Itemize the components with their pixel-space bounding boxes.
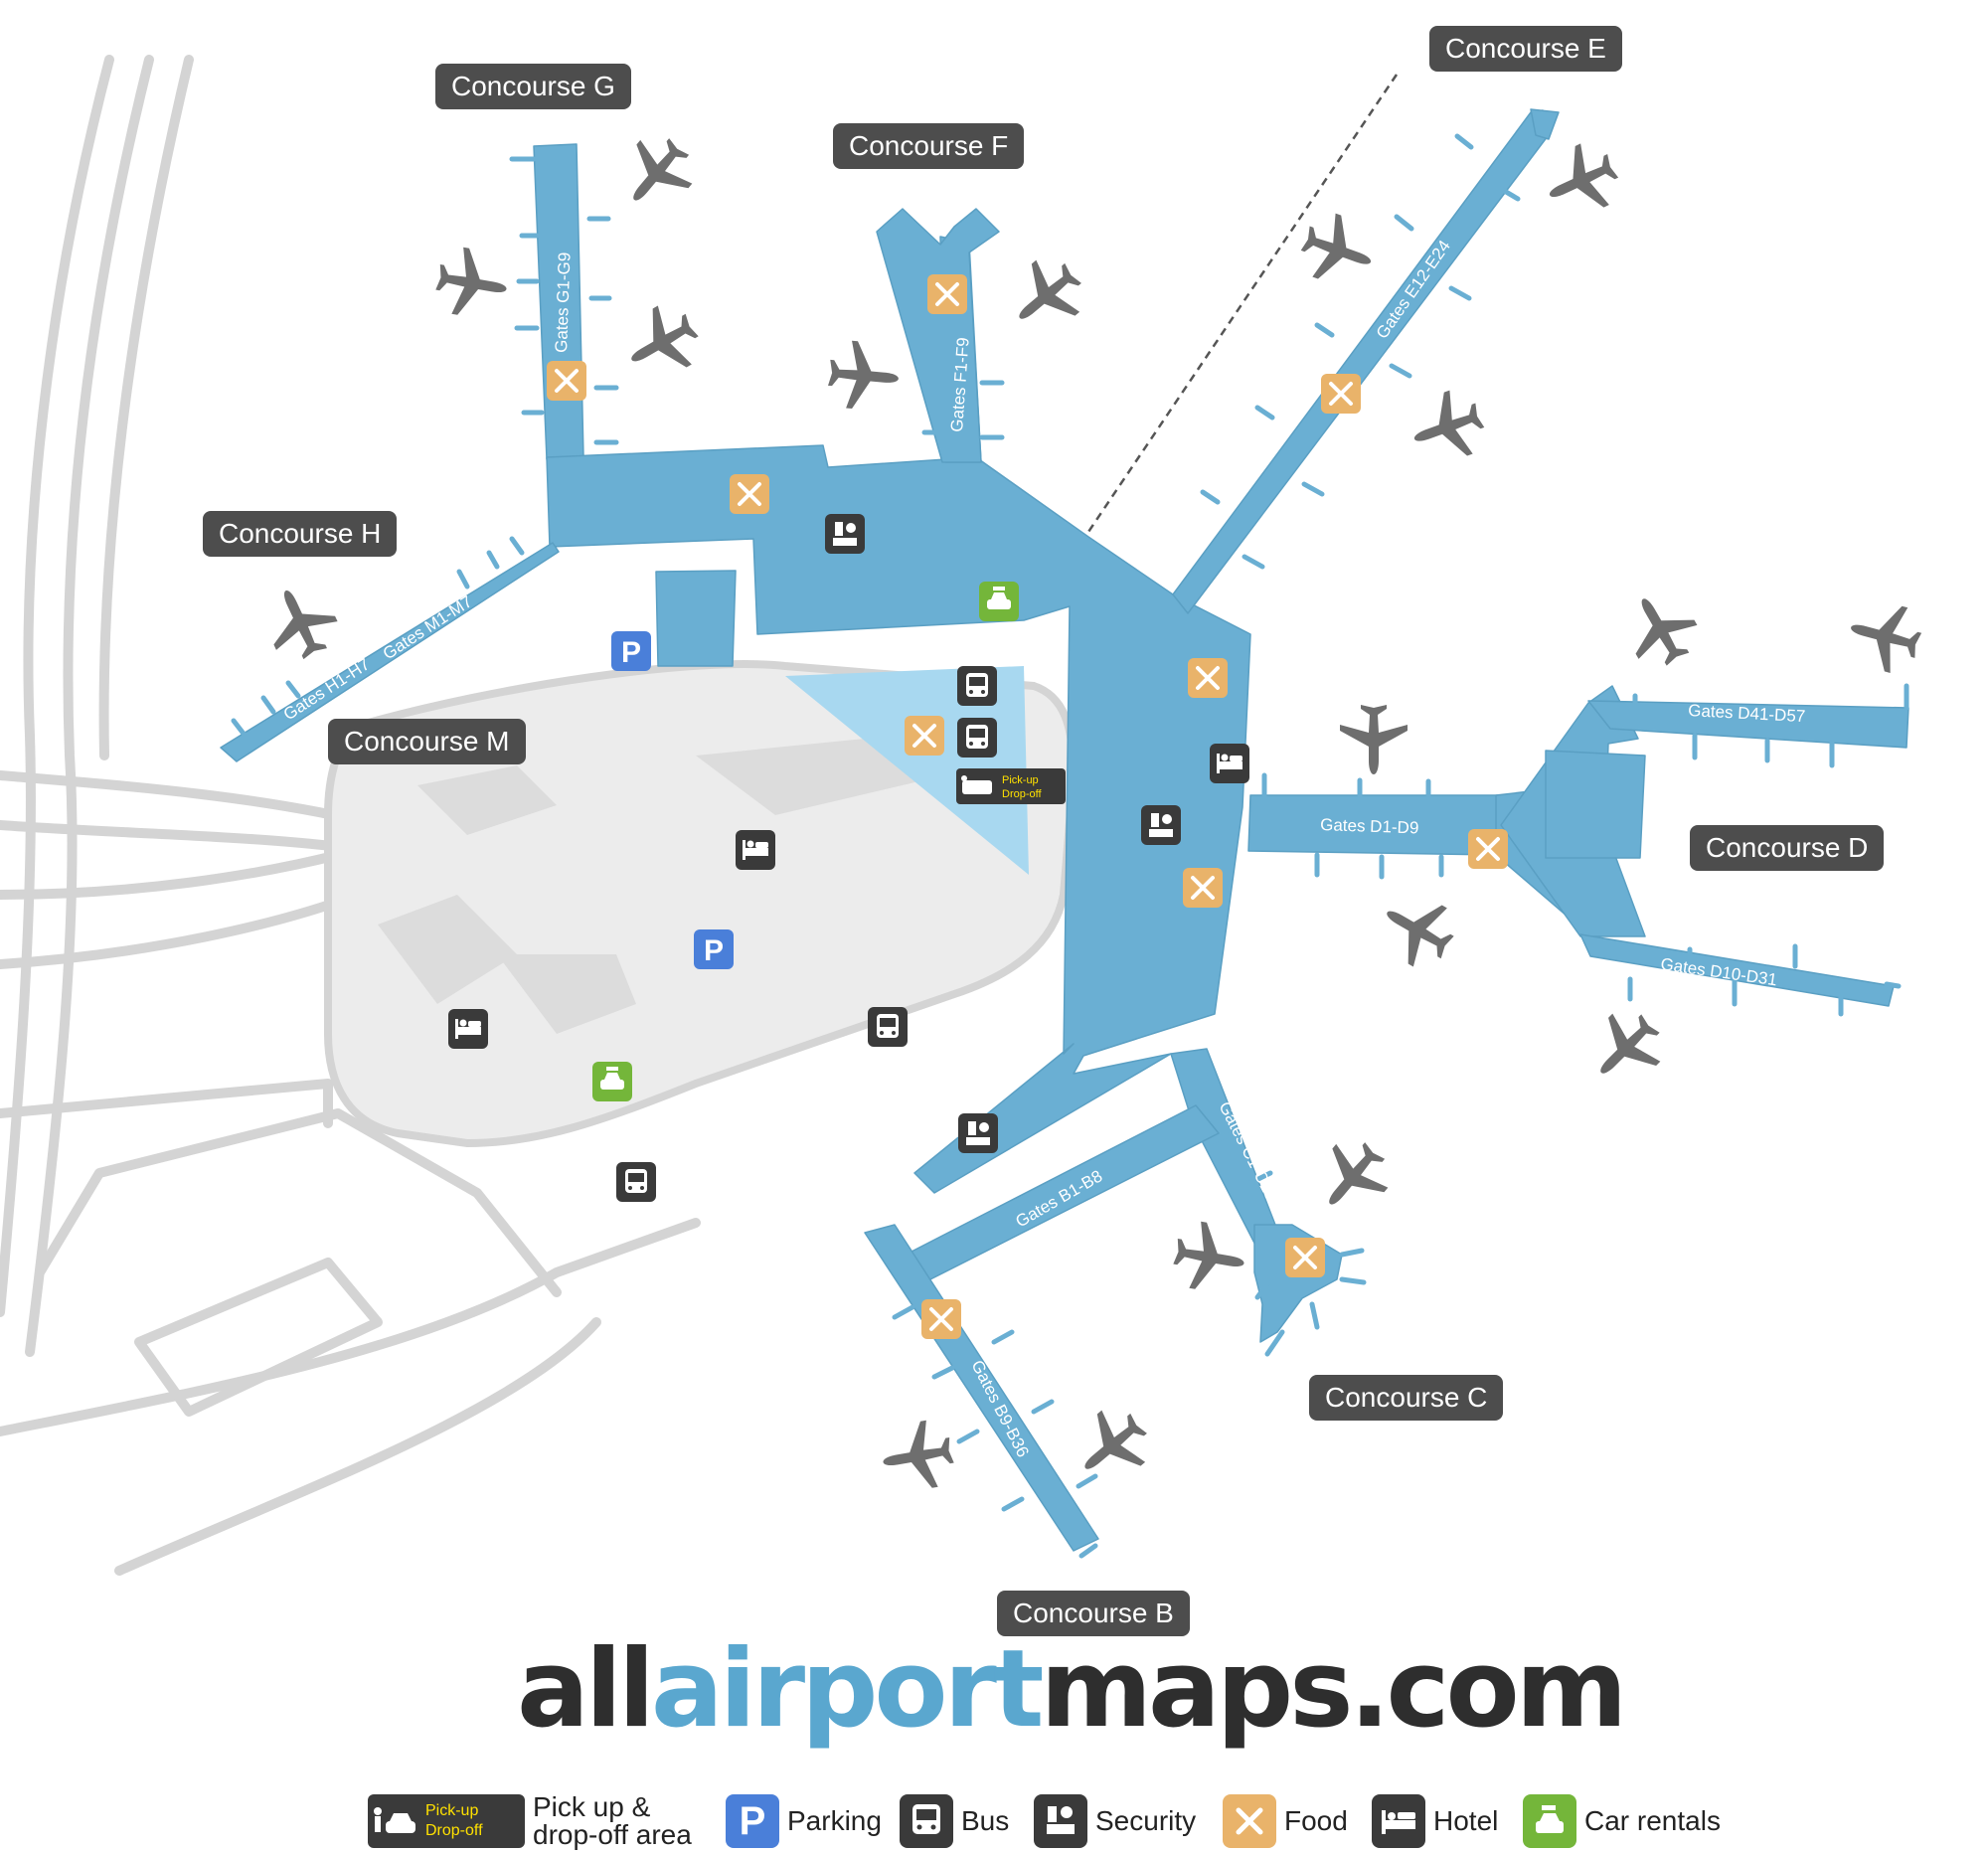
concourse-label-f: Concourse F xyxy=(833,123,1025,169)
food-icon[interactable] xyxy=(925,272,969,316)
airplane-icon xyxy=(1064,1397,1161,1494)
legend-item-parking: P Parking xyxy=(726,1793,882,1849)
svg-text:Pick-up: Pick-up xyxy=(1002,774,1039,786)
legend-label-bus: Bus xyxy=(961,1805,1010,1836)
airplane-icon xyxy=(1535,134,1627,227)
food-icon[interactable] xyxy=(919,1297,963,1341)
legend-label-food: Food xyxy=(1284,1805,1348,1836)
airplane-icon xyxy=(1613,582,1708,677)
food-icon[interactable] xyxy=(1181,866,1225,910)
hotel-icon[interactable] xyxy=(448,1009,488,1049)
concourse-label-c: Concourse C xyxy=(1309,1375,1504,1421)
food-icon[interactable] xyxy=(545,359,588,403)
hotel-icon[interactable] xyxy=(736,830,775,870)
legend-label-parking: Parking xyxy=(787,1805,882,1836)
legend-item-pickup: Pick-up Drop-off Pick up & drop-off area xyxy=(368,1793,692,1849)
gate-stubs xyxy=(231,133,1909,1559)
airplane-icon xyxy=(1304,1128,1402,1226)
legend-item-bus: Bus xyxy=(900,1793,1009,1849)
legend-item-car-rentals: Car rentals xyxy=(1523,1793,1721,1849)
airplane-icon xyxy=(1576,999,1675,1097)
legend-item-hotel: Hotel xyxy=(1372,1793,1498,1849)
security-icon[interactable] xyxy=(958,1113,998,1153)
concourse-label-e: Concourse E xyxy=(1429,26,1622,72)
pickup-dropoff-icon: Pick-up Drop-off xyxy=(368,1794,525,1848)
train-icon[interactable] xyxy=(957,718,997,758)
parking-icon[interactable]: P xyxy=(694,929,734,969)
concourse-label-d: Concourse D xyxy=(1690,825,1885,871)
airplane-icon xyxy=(877,1417,958,1496)
gate-label-m: Gates M1-M7 xyxy=(380,591,476,663)
svg-text:Drop-off: Drop-off xyxy=(1002,788,1042,800)
gate-label-d1: Gates D1-D9 xyxy=(1320,815,1419,837)
parking-icon: P xyxy=(726,1794,779,1848)
food-icon xyxy=(1223,1794,1276,1848)
hotel-icon xyxy=(1372,1794,1425,1848)
concourse-label-m: Concourse M xyxy=(328,719,526,764)
airplane-icon xyxy=(254,576,347,668)
security-icon[interactable] xyxy=(1141,805,1181,845)
legend-label-pickup: Pick up & drop-off area xyxy=(533,1791,692,1850)
bus-icon xyxy=(900,1794,953,1848)
airplane-icon xyxy=(608,124,706,222)
poi-icons: P P Pick-up Drop-off xyxy=(448,272,1510,1341)
map-legend: Pick-up Drop-off Pick up & drop-off area… xyxy=(368,1793,1740,1849)
airplane-icon xyxy=(998,247,1095,344)
brand-part-3: maps.com xyxy=(1040,1627,1627,1752)
legend-label-car-rentals: Car rentals xyxy=(1584,1805,1721,1836)
legend-item-security: Security xyxy=(1034,1793,1196,1849)
car-person-icon xyxy=(374,1807,415,1833)
security-icon xyxy=(1034,1794,1087,1848)
legend-label-hotel: Hotel xyxy=(1433,1805,1499,1836)
car-rental-icon[interactable] xyxy=(979,582,1019,621)
airplane-icon xyxy=(1842,594,1927,679)
airplane-icon xyxy=(1370,883,1465,977)
food-icon[interactable] xyxy=(1466,827,1510,871)
food-icon[interactable] xyxy=(1186,656,1230,700)
gate-label-g: Gates G1-G9 xyxy=(552,252,575,353)
svg-text:P: P xyxy=(704,934,724,967)
airplane-icon xyxy=(1403,383,1492,471)
car-rental-icon[interactable] xyxy=(592,1062,632,1101)
brand-part-1: all xyxy=(517,1627,655,1752)
food-icon[interactable] xyxy=(1283,1236,1327,1279)
road-network xyxy=(0,55,701,1576)
brand-part-2: airport xyxy=(650,1627,1045,1752)
bus-icon[interactable] xyxy=(616,1162,656,1202)
food-icon[interactable] xyxy=(1319,372,1363,416)
pickup-icon-line1: Pick-up xyxy=(425,1802,479,1819)
pickup-dropoff-badge[interactable]: Pick-up Drop-off xyxy=(956,768,1066,804)
parking-icon[interactable]: P xyxy=(611,631,651,671)
airplane-icon xyxy=(614,295,710,390)
gate-label-e: Gates E12-E24 xyxy=(1373,237,1454,342)
boundary-line xyxy=(1086,74,1399,533)
airplane-icon xyxy=(431,244,513,323)
brand-logo: allairportmaps.com xyxy=(517,1627,1627,1752)
security-icon[interactable] xyxy=(825,514,865,554)
concourse-label-b: Concourse B xyxy=(997,1591,1190,1636)
hotel-icon[interactable] xyxy=(1210,744,1249,783)
legend-item-food: Food xyxy=(1223,1793,1348,1849)
concourse-label-g: Concourse G xyxy=(435,64,631,109)
food-icon[interactable] xyxy=(903,714,946,758)
gate-label-b9: Gates B9-B36 xyxy=(967,1357,1032,1460)
airplane-icon xyxy=(1169,1218,1250,1297)
bus-icon[interactable] xyxy=(868,1007,908,1047)
bus-icon[interactable] xyxy=(957,666,997,706)
airplane-icon xyxy=(1340,705,1408,774)
pickup-icon-line2: Drop-off xyxy=(425,1822,483,1839)
concourse-label-h: Concourse H xyxy=(203,511,398,557)
svg-text:P: P xyxy=(621,636,641,669)
car-rental-icon xyxy=(1523,1794,1576,1848)
airplane-icon xyxy=(1293,206,1383,294)
legend-label-security: Security xyxy=(1095,1805,1197,1836)
food-icon[interactable] xyxy=(728,472,771,516)
airplane-icon xyxy=(826,338,902,413)
